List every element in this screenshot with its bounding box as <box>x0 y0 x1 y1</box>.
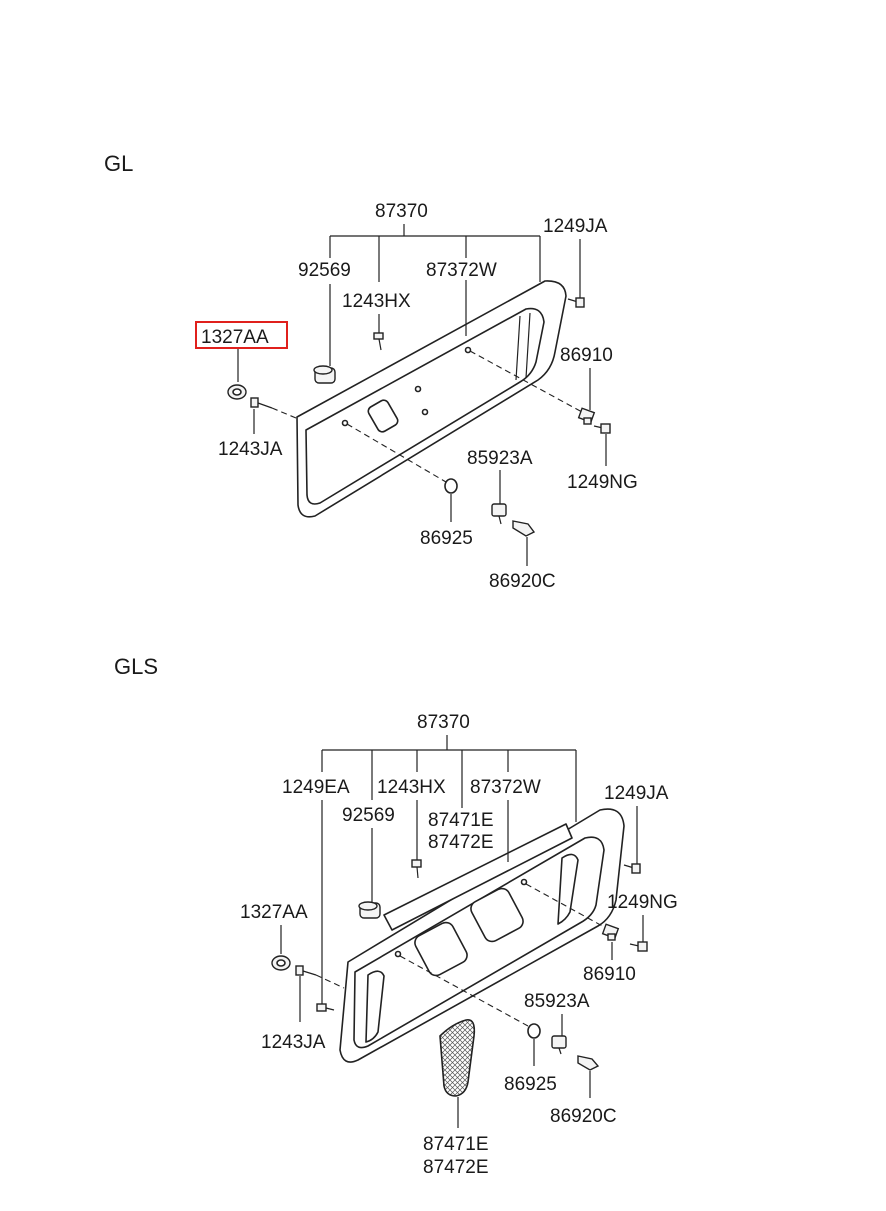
label-87471e-lower-gls: 87471E <box>423 1134 489 1155</box>
dash-1243ja-gls <box>315 974 345 989</box>
screw-1243hx-gl <box>373 332 384 351</box>
screw-1243ja-gl <box>250 397 273 409</box>
light-opening-2-gls <box>470 887 524 943</box>
label-86910-gls: 86910 <box>583 964 636 985</box>
label-1249ja-gls: 1249JA <box>604 783 669 804</box>
label-1249ng-gls: 1249NG <box>607 892 678 913</box>
clip-85923a-gls <box>551 1035 567 1055</box>
screw-1249ng-gl <box>593 423 611 434</box>
garnish-panel-gl <box>296 280 567 518</box>
screw-1249ng-gls <box>629 941 648 952</box>
label-1243ja-gls: 1243JA <box>261 1032 326 1053</box>
label-1243hx-gls: 1243HX <box>377 777 446 798</box>
bulb-part-gls <box>358 901 381 919</box>
highlight-box-1327aa <box>195 321 288 349</box>
screw-1243ja-gls <box>295 965 317 976</box>
label-86910-gl: 86910 <box>560 345 613 366</box>
label-86925-gls: 86925 <box>504 1074 557 1095</box>
clip-85923a-gl <box>491 503 507 525</box>
label-87372w-gl: 87372W <box>426 260 497 281</box>
label-86920c-gls: 86920C <box>550 1106 617 1127</box>
mesh-panel-gls <box>439 1019 476 1097</box>
nut-86910-gls <box>601 923 620 941</box>
label-1249ea-gls: 1249EA <box>282 777 350 798</box>
label-86925-gl: 86925 <box>420 528 473 549</box>
light-opening-gl <box>367 399 399 433</box>
label-86920c-gl: 86920C <box>489 571 556 592</box>
dash-86910-gl <box>469 350 583 413</box>
section-title-gl: GL <box>104 151 133 176</box>
label-92569-gl: 92569 <box>298 260 351 281</box>
label-1327aa-gls: 1327AA <box>240 902 308 923</box>
label-85923a-gl: 85923A <box>467 448 533 469</box>
nut-1327aa-gl <box>227 384 247 400</box>
label-85923a-gls: 85923A <box>524 991 590 1012</box>
leader-87370-gls <box>321 735 577 822</box>
label-1249ja-gl: 1249JA <box>543 216 608 237</box>
label-1249ng-gl: 1249NG <box>567 472 638 493</box>
label-87372w-gls: 87372W <box>470 777 541 798</box>
screw-1243hx-gls <box>411 859 422 879</box>
grommet-86920c-gl <box>512 520 536 537</box>
label-92569-gls: 92569 <box>342 805 395 826</box>
label-87370-gls: 87370 <box>417 712 470 733</box>
garnish-panel-gls <box>339 808 625 1063</box>
label-1243hx-gl: 1243HX <box>342 291 411 312</box>
label-87472e-lower-gls: 87472E <box>423 1157 489 1178</box>
screw-1249ja-gls <box>623 863 641 874</box>
grommet-86920c-gls <box>577 1055 600 1071</box>
label-87472e-upper-gls: 87472E <box>428 832 494 853</box>
dash-1243ja-gl <box>271 407 297 419</box>
screw-1249ea-gls <box>316 1003 335 1012</box>
label-1327aa-gl: 1327AA <box>201 327 269 348</box>
nut-86910-gl <box>577 407 596 425</box>
dash-86910-gls <box>525 883 607 929</box>
dash-86925-gls <box>399 955 529 1027</box>
label-1243ja-gl: 1243JA <box>218 439 283 460</box>
cap-86925-gls <box>527 1023 541 1039</box>
dash-86925-gl <box>346 423 447 483</box>
cap-86925-gl <box>444 478 458 494</box>
leader-87370-gl <box>329 224 541 282</box>
light-opening-1-gls <box>414 921 468 977</box>
label-87370-gl: 87370 <box>375 201 428 222</box>
section-title-gls: GLS <box>114 654 158 679</box>
bulb-part-gl <box>313 365 336 384</box>
screw-1249ja-gl <box>567 297 585 308</box>
label-87471e-upper-gls: 87471E <box>428 810 494 831</box>
nut-1327aa-gls <box>271 955 291 971</box>
